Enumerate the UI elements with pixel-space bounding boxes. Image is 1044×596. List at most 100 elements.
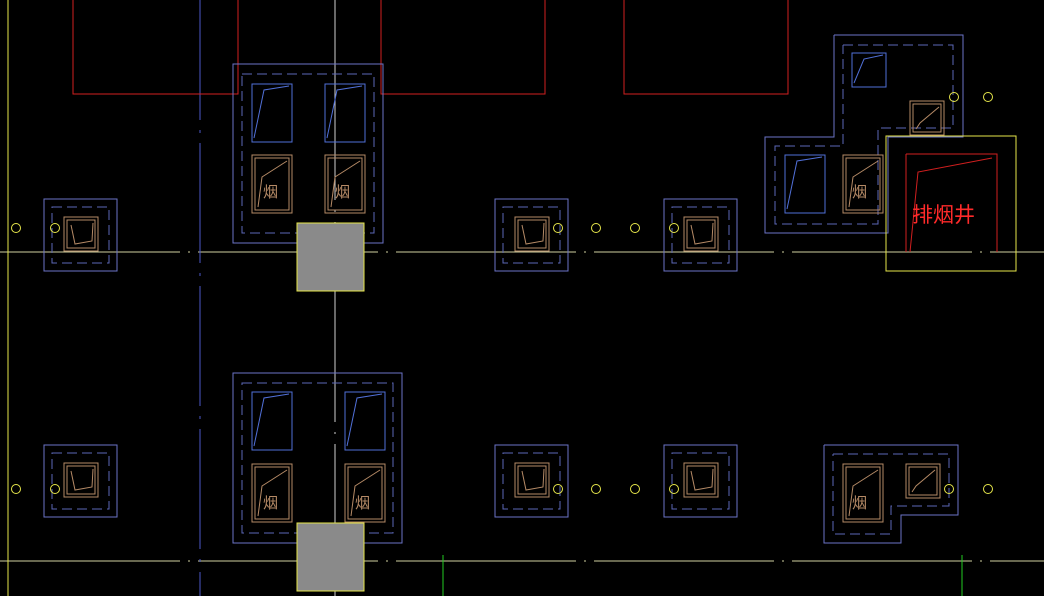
chimney-diagonal-3 (257, 469, 288, 517)
duct-diagonal-2 (326, 85, 363, 139)
smoke-shaft-red-outline (906, 153, 998, 252)
small-column-outer-2 (494, 198, 569, 272)
chimney-box-inner-2 (327, 157, 363, 211)
chimney-box-inner-7 (845, 466, 881, 520)
smoke-shaft-red-diagonal (909, 157, 993, 253)
duct-box-2 (324, 83, 366, 143)
small-column-dashed-4 (51, 452, 110, 510)
flue-inner-1 (66, 219, 96, 249)
l-shaft-dashed-top (774, 44, 954, 225)
chimney-box-inner-5 (912, 103, 942, 133)
grid-marker-circle-5 (630, 223, 640, 233)
chimney-diagonal-4 (350, 469, 381, 517)
duct-box-5 (851, 52, 887, 88)
chimney-diagonal-7 (848, 469, 879, 517)
grid-marker-circle-3 (553, 223, 563, 233)
flue-inner-6 (686, 465, 716, 495)
flue-diagonal-2 (521, 222, 545, 245)
flue-outer-6 (683, 462, 719, 498)
duct-diagonal-1 (253, 85, 290, 139)
flue-outer-4 (63, 462, 99, 498)
l-shaft-outer-top (764, 34, 964, 234)
flue-outer-5 (514, 462, 550, 498)
duct-diagonal-5 (853, 54, 884, 84)
small-column-outer-6 (663, 444, 738, 518)
room-outline-3 (380, 0, 546, 95)
duct-box-4 (344, 391, 386, 451)
large-shaft-dashed-1 (241, 73, 375, 234)
chimney-label-6: 烟 (852, 494, 867, 512)
chimney-labels: 烟 烟 烟 烟 烟 烟 (263, 183, 867, 512)
grid-marker-circle-4 (591, 223, 601, 233)
chimney-label-1: 烟 (263, 183, 278, 201)
small-column-dashed-3 (671, 206, 730, 264)
grid-marker-circle-13 (630, 484, 640, 494)
flue-inner-3 (686, 219, 716, 249)
small-column-outer-5 (494, 444, 569, 518)
grid-marker-circle-8 (983, 92, 993, 102)
flue-outer-1 (63, 216, 99, 252)
grid-marker-circle-11 (553, 484, 563, 494)
flue-outer-2 (514, 216, 550, 252)
chimney-label-5: 烟 (355, 494, 370, 512)
room-outlines-red (72, 0, 789, 95)
grid-marker-circle-2 (50, 223, 60, 233)
grid-marker-circle-9 (11, 484, 21, 494)
grid-marker-circle-10 (50, 484, 60, 494)
small-column-outer-4 (43, 444, 118, 518)
chimney-box-outer-2 (324, 154, 366, 214)
chimney-diagonal-5 (915, 106, 940, 130)
chimney-box-outer-1 (251, 154, 293, 214)
flue-diagonal-3 (690, 222, 714, 245)
chimney-box-inner-1 (254, 157, 290, 211)
flue-inner-2 (517, 219, 547, 249)
grid-marker-circle-1 (11, 223, 21, 233)
chimney-box-outer-7 (842, 463, 884, 523)
chimney-diagonal-8 (911, 469, 936, 493)
duct-diagonal-4 (346, 393, 383, 447)
grid-marker-circle-14 (669, 484, 679, 494)
small-column-dashed-2 (502, 206, 561, 264)
l-shaft-outer-bottom (823, 444, 959, 544)
chimney-box-inner-3 (254, 466, 290, 520)
room-outline-4 (623, 0, 789, 95)
small-column-dashed-1 (51, 206, 110, 264)
small-column-outer-3 (663, 198, 738, 272)
duct-diagonal-3 (253, 393, 290, 447)
flue-outer-3 (683, 216, 719, 252)
chimney-box-inner-8 (908, 466, 938, 496)
grid-marker-circle-12 (591, 484, 601, 494)
duct-box-6 (784, 154, 826, 214)
chimney-box-outer-5 (909, 100, 945, 136)
chimney-box-outer-6 (842, 154, 884, 214)
chimney-diagonal-2 (330, 160, 361, 208)
chimney-box-outer-8 (905, 463, 941, 499)
smoke-shaft-highlight (885, 135, 1017, 272)
grid-marker-circle-6 (669, 223, 679, 233)
flue-inner-4 (66, 465, 96, 495)
column-gray-bottom (296, 522, 365, 592)
flue-inner-5 (517, 465, 547, 495)
flue-diagonal-4 (70, 468, 94, 491)
chimney-box-inner-4 (347, 466, 383, 520)
small-column-dashed-6 (671, 452, 730, 510)
small-column-dashed-5 (502, 452, 561, 510)
chimney-box-outer-3 (251, 463, 293, 523)
chimney-diagonal-6 (848, 160, 879, 208)
flue-diagonal-5 (521, 468, 545, 491)
flue-diagonal-6 (690, 468, 714, 491)
flue-diagonal-1 (70, 222, 94, 245)
duct-diagonal-6 (786, 156, 823, 210)
smoke-shaft-label: 排烟井 (912, 203, 975, 227)
duct-box-3 (251, 391, 293, 451)
grid-marker-circle-15 (944, 484, 954, 494)
chimney-box-inner-6 (845, 157, 881, 211)
grid-marker-circle-7 (949, 92, 959, 102)
l-shaft-dashed-bottom (832, 453, 950, 535)
cad-symbols (11, 34, 1017, 592)
chimney-label-4: 烟 (263, 494, 278, 512)
chimney-label-3: 烟 (852, 183, 867, 201)
small-column-outer-1 (43, 198, 118, 272)
